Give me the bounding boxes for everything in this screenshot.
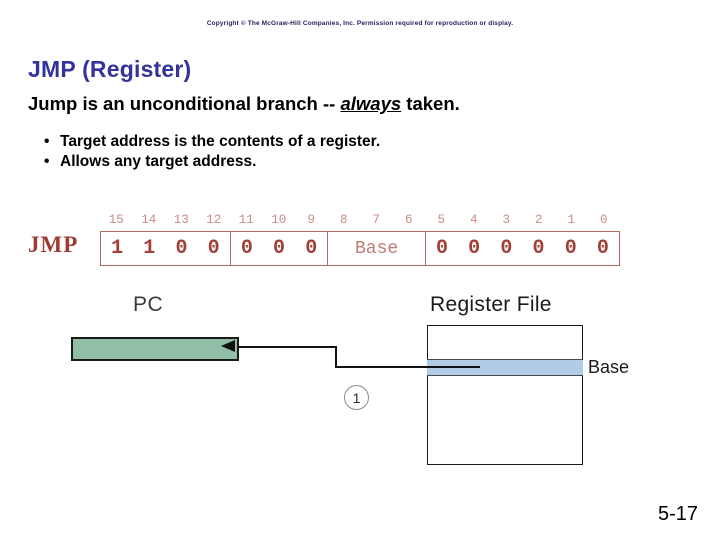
- bit-value: 0: [596, 237, 609, 260]
- bit-value: 0: [240, 237, 253, 260]
- bit-number-ruler: 15 14 13 12 11 10 9 8 7 6 5 4 3 2 1 0: [100, 211, 620, 231]
- bit-number: 6: [404, 213, 413, 227]
- bit-value: 0: [468, 237, 481, 260]
- register-file-box: [427, 325, 583, 465]
- instruction-encoding-diagram: JMP 15 14 13 12 11 10 9 8 7 6 5 4 3 2 1 …: [24, 210, 644, 270]
- pc-label: PC: [133, 293, 164, 316]
- step-marker-1: 1: [344, 385, 369, 410]
- bit-number: 7: [372, 213, 380, 227]
- list-item: • Allows any target address.: [42, 152, 380, 172]
- lead-sentence-suffix: taken.: [401, 93, 460, 114]
- bit-value: 0: [500, 237, 513, 260]
- bit-number: 10: [271, 213, 287, 227]
- datapath-diagram: PC Register File Base 1: [0, 285, 720, 485]
- list-item-label: Allows any target address.: [60, 153, 257, 170]
- page-number: 5-17: [657, 503, 698, 525]
- bit-value: 0: [435, 237, 448, 260]
- instruction-field-row: 1 1 0 0 0 0 0 Base 0 0 0 0 0 0: [100, 231, 620, 266]
- register-file-base-row: [427, 359, 583, 376]
- page-title: JMP (Register): [28, 56, 192, 82]
- bullet-dot-icon: •: [44, 153, 50, 170]
- bit-number: 11: [238, 213, 254, 227]
- bit-value: 0: [175, 237, 188, 260]
- wire-segment-vertical: [335, 346, 338, 368]
- bit-value: 0: [207, 237, 220, 260]
- bullet-list: • Target address is the contents of a re…: [42, 132, 380, 172]
- instruction-mnemonic-label: JMP: [28, 232, 79, 257]
- lead-sentence-emphasis: always: [340, 93, 402, 114]
- bit-value: 0: [273, 237, 286, 260]
- pc-register-box: [71, 337, 239, 361]
- bit-number: 4: [469, 213, 478, 227]
- bullet-dot-icon: •: [44, 133, 50, 150]
- bit-number: 15: [108, 213, 124, 227]
- bit-number: 5: [437, 213, 445, 227]
- bit-number: 3: [502, 213, 510, 227]
- wire-segment-horizontal-lower: [335, 366, 480, 369]
- list-item-label: Target address is the contents of a regi…: [60, 133, 381, 150]
- bit-number: 14: [141, 213, 157, 227]
- instruction-field-opcode: 1 1 0 0: [101, 232, 230, 265]
- bit-value: 0: [305, 237, 318, 260]
- arrowhead-icon: [221, 340, 235, 352]
- copyright-notice: Copyright © The McGraw-Hill Companies, I…: [206, 20, 514, 27]
- base-row-label: Base: [588, 357, 630, 377]
- bit-number: 13: [173, 213, 189, 227]
- bit-value: 0: [564, 237, 577, 260]
- instruction-field-unused-high: 0 0 0: [229, 232, 328, 265]
- bit-number: 2: [534, 213, 543, 227]
- bit-value: 1: [111, 237, 124, 260]
- bit-value: 1: [143, 237, 156, 260]
- bit-number: 8: [339, 213, 348, 227]
- lead-sentence: Jump is an unconditional branch -- alway…: [28, 93, 460, 115]
- bit-number: 1: [567, 213, 575, 227]
- bit-number: 9: [307, 213, 315, 227]
- bit-number: 0: [599, 213, 608, 227]
- bit-number: 12: [206, 213, 222, 227]
- instruction-field-unused-low: 0 0 0 0 0 0: [424, 232, 619, 265]
- list-item: • Target address is the contents of a re…: [42, 132, 380, 152]
- register-file-label: Register File: [430, 293, 552, 316]
- lead-sentence-prefix: Jump is an unconditional branch --: [28, 93, 341, 114]
- instruction-field-base-register: Base: [327, 232, 425, 265]
- wire-segment-horizontal-upper: [237, 346, 337, 348]
- bit-value: 0: [532, 237, 545, 260]
